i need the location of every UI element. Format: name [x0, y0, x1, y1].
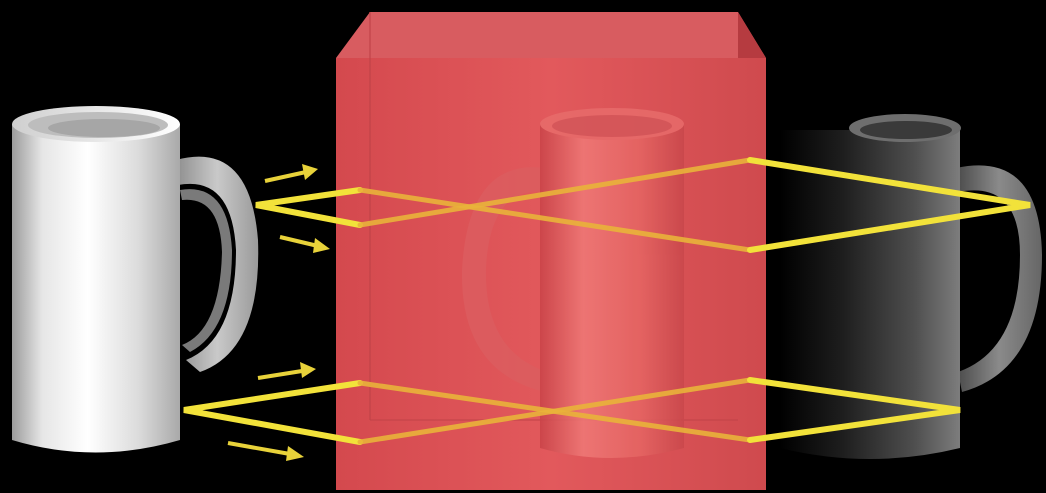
- box-top-face: [336, 12, 766, 58]
- dark-mug-opening: [860, 121, 952, 139]
- transparent-red-cloak-box: [336, 12, 766, 490]
- white-mug-inner-shadow: [48, 119, 160, 137]
- white-mug-body: [12, 124, 180, 453]
- hidden-mug-opening: [552, 115, 672, 137]
